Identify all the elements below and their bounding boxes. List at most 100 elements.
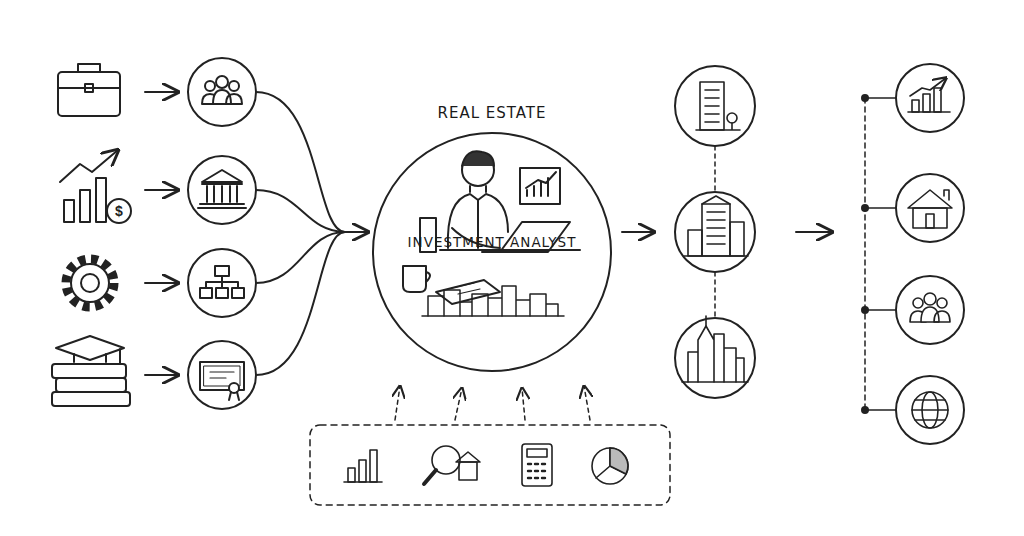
tools-box-g-path <box>455 388 462 420</box>
gear-icon <box>66 259 114 307</box>
outcome-branch-circle <box>896 376 964 444</box>
tower-icon <box>696 82 740 130</box>
books-icon-path <box>74 349 120 364</box>
org-chart-icon-rect <box>215 266 229 276</box>
role-circles-circle <box>188 58 256 126</box>
office-icon-rect <box>688 230 702 256</box>
tools-box-rect <box>310 425 670 505</box>
globe-icon-circle <box>912 392 948 428</box>
building-circles-path <box>714 146 716 318</box>
analyst-circle: REAL ESTATEINVESTMENT ANALYST <box>372 132 612 372</box>
bars-icon-rect <box>348 468 355 482</box>
analyst-illustration-polygon <box>436 280 500 304</box>
bars-icon-rect <box>359 460 366 482</box>
tower-icon-circle <box>727 113 737 123</box>
tower-icon-rect <box>700 82 724 130</box>
merge-lines-path <box>256 232 345 283</box>
building-circles-circle <box>675 318 755 398</box>
chart-icon-path <box>908 111 950 113</box>
office-icon-rect <box>730 222 744 256</box>
office-icon-path <box>707 212 725 244</box>
office-icon-path <box>702 196 730 204</box>
certificate-icon-path <box>210 372 234 378</box>
org-chart-icon-rect <box>216 288 228 298</box>
outcome-branch-circle <box>896 64 964 132</box>
growth-icon-polyline <box>60 150 118 182</box>
gear-icon-circle <box>71 264 109 302</box>
people-icon-circle <box>229 81 239 91</box>
tools-box <box>310 386 670 505</box>
pie-icon-path <box>610 448 628 474</box>
role-circles <box>188 58 256 409</box>
group-icon-path <box>934 311 950 322</box>
analyst-illustration-path <box>428 286 558 316</box>
bank-icon-path <box>202 183 242 185</box>
calculator-icon <box>522 444 552 486</box>
house-icon-path <box>944 190 949 200</box>
skyline-icon-path <box>688 326 744 382</box>
briefcase-icon-rect <box>85 84 93 92</box>
growth-icon-rect <box>80 190 90 222</box>
books-icon-rect <box>52 364 126 378</box>
growth-icon <box>60 150 131 223</box>
building-circles-circle <box>675 66 755 146</box>
outcome-branch-path <box>865 98 896 410</box>
building-circles-circle <box>675 192 755 272</box>
growth-icon-rect <box>64 200 74 222</box>
bank-icon-path <box>198 204 246 208</box>
certificate-icon <box>200 362 244 400</box>
skyline-icon-path <box>682 316 748 382</box>
chart-icon-rect <box>923 94 930 112</box>
bank-icon-polygon <box>202 170 242 182</box>
analyst-illustration-path <box>403 266 426 292</box>
house-icon <box>908 190 952 228</box>
bank-icon <box>198 170 246 208</box>
role-circles-circle <box>188 156 256 224</box>
certificate-icon-path <box>229 392 239 400</box>
house-icon-polygon <box>908 190 952 208</box>
growth-icon-circle <box>107 199 131 223</box>
role-circles-circle <box>188 341 256 409</box>
analyst-illustration-path <box>462 151 494 166</box>
chart-icon-polyline <box>910 78 946 96</box>
group-icon-circle <box>924 293 936 305</box>
search-house-icon <box>424 446 480 484</box>
search-house-icon-rect <box>459 462 477 480</box>
people-icon <box>202 76 242 104</box>
tower-icon-path <box>705 90 719 122</box>
calculator-icon-rect <box>527 449 547 457</box>
books-icon-polygon <box>56 336 124 360</box>
office-icon <box>684 196 748 256</box>
books-icon-rect <box>52 392 130 406</box>
chart-icon-rect <box>912 100 919 112</box>
analyst-illustration <box>403 151 580 316</box>
bank-icon-path <box>207 186 237 202</box>
analyst-illustration-path <box>470 186 486 192</box>
office-icon-path <box>684 255 748 257</box>
outcome-branch-circle <box>862 205 868 211</box>
org-chart-icon-path <box>206 276 238 288</box>
analyst-illustration-path <box>422 315 564 317</box>
house-icon-rect <box>926 214 934 228</box>
circle-caption: INVESTMENT ANALYST <box>374 234 610 250</box>
books-icon <box>52 336 130 406</box>
bars-icon-rect <box>370 450 377 482</box>
outcome-branch-circle <box>896 174 964 242</box>
outcome-branch-circle <box>896 276 964 344</box>
people-icon-circle <box>216 76 228 88</box>
tools-box-g-path <box>584 386 590 420</box>
chart-icon <box>908 78 950 112</box>
tools-box-g-path <box>395 386 400 420</box>
people-icon-path <box>226 94 242 104</box>
books-icon-rect <box>56 378 126 392</box>
calculator-icon-rect <box>522 444 552 486</box>
tower-icon-path <box>696 123 740 130</box>
gear-icon-circle <box>81 274 99 292</box>
people-icon-circle <box>205 81 215 91</box>
pie-icon-circle <box>592 448 628 484</box>
tools-box-g <box>395 386 590 420</box>
org-chart-icon <box>200 266 244 298</box>
house-icon-rect <box>913 208 947 228</box>
analyst-illustration-path <box>482 251 500 253</box>
